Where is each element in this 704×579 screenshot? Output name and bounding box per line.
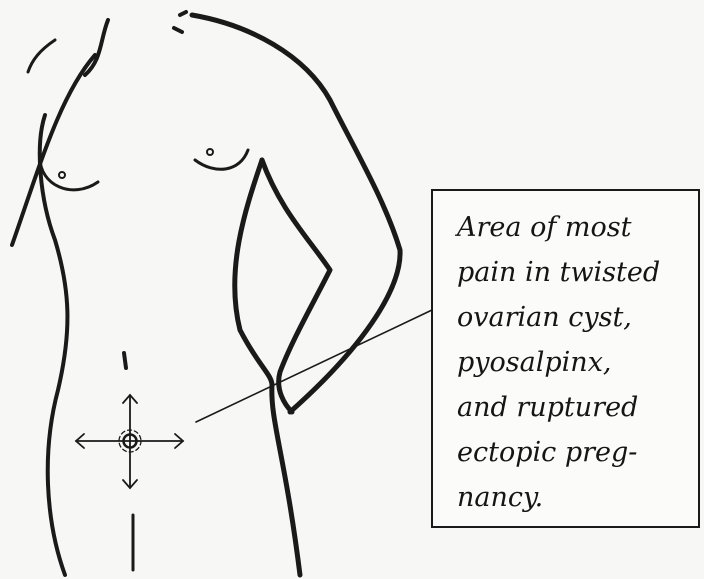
right-shoulder-outline (192, 15, 400, 412)
right-nipple (207, 149, 213, 155)
callout-box: Area of most pain in twisted ovarian cys… (431, 189, 700, 528)
left-nipple (59, 172, 65, 178)
callout-line-5: and ruptured (457, 385, 692, 430)
right-torso-outline (235, 160, 300, 575)
callout-pointer-line (196, 310, 432, 422)
right-breast-outline (195, 150, 248, 169)
left-arm-outline (12, 55, 95, 245)
callout-text: Area of most pain in twisted ovarian cys… (457, 205, 692, 520)
navel (124, 353, 126, 368)
callout-line-6: ectopic preg- (457, 430, 692, 475)
pain-point-marker (76, 395, 183, 488)
left-arm-detail (28, 40, 55, 72)
callout-line-7: nancy. (457, 475, 692, 520)
callout-line-2: pain in twisted (457, 250, 692, 295)
collar-mark (180, 12, 186, 15)
callout-line-3: ovarian cyst, (457, 295, 692, 340)
callout-line-4: pyosalpinx, (457, 340, 692, 385)
neck-mark (174, 28, 182, 32)
callout-line-1: Area of most (457, 205, 692, 250)
neck-left-outline (85, 20, 108, 75)
left-breast-outline (40, 158, 98, 190)
